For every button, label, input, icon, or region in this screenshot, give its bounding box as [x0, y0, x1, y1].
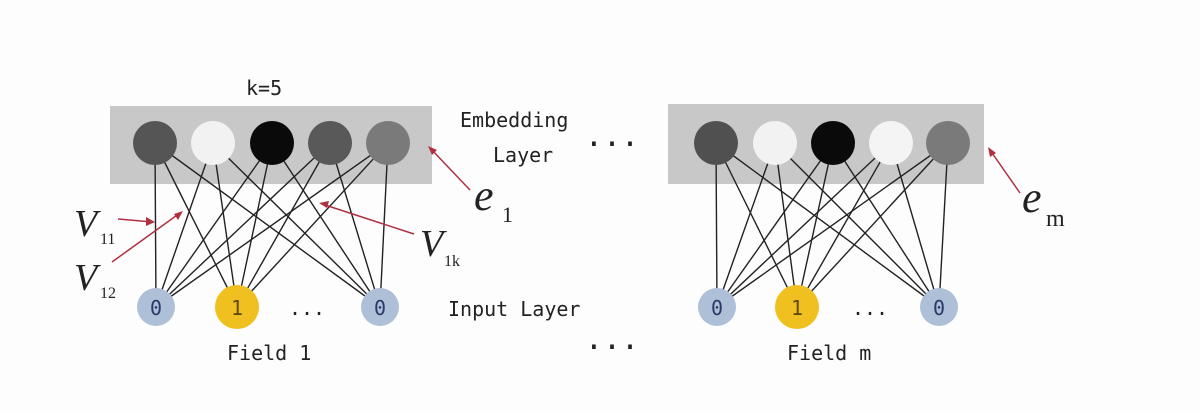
- left-edge-3-1: [154, 142, 381, 308]
- right-input-ellipsis: ...: [852, 296, 888, 320]
- right-embedding-nodes: [694, 121, 970, 165]
- left-edge-3-2: [212, 142, 381, 308]
- e1-pointer-arrowhead: [428, 146, 437, 155]
- v1k-pointer-arrowhead: [319, 201, 329, 208]
- right-connection-edges: [715, 142, 949, 308]
- left-edge-1-2: [155, 142, 214, 308]
- left-embedding-node-1: [133, 121, 177, 165]
- embedding-layer-label-line2: Layer: [493, 143, 553, 167]
- right-embedding-node-3: [811, 121, 855, 165]
- bottom-ellipsis: ...: [585, 322, 639, 357]
- field-m-label: Field m: [787, 341, 871, 365]
- right-edge-1-2: [716, 142, 776, 308]
- left-edge-3-4: [329, 142, 381, 308]
- right-edge-1-5: [716, 142, 949, 308]
- e1-subscript: 1: [502, 202, 513, 227]
- em-pointer-arrowhead: [988, 147, 996, 157]
- em-pointer-arrow: [989, 149, 1021, 194]
- left-edge-1-4: [155, 142, 331, 308]
- left-edge-2-5: [236, 142, 389, 308]
- v11-subscript: 11: [100, 231, 115, 248]
- v12-pointer-arrow: [111, 212, 181, 263]
- e1-label: e 1: [474, 171, 513, 227]
- k-label: k=5: [246, 76, 282, 100]
- right-edge-2-5: [796, 142, 949, 308]
- v11-label: V 11: [74, 203, 115, 248]
- left-input-nodes: 0 1 0 ...: [137, 285, 399, 329]
- right-edge-2-3: [796, 142, 834, 308]
- right-input-node-3: [920, 288, 958, 326]
- v12-pointer-arrowhead: [174, 211, 183, 220]
- right-input-nodes: 0 1 0 ...: [698, 285, 958, 329]
- left-input-value-1: 0: [150, 296, 162, 320]
- input-layer-label: Input Layer: [448, 297, 580, 321]
- right-embedding-node-2: [753, 121, 797, 165]
- right-edge-3-1: [715, 142, 940, 308]
- right-input-value-2: 1: [791, 296, 803, 320]
- left-input-node-3: [361, 288, 399, 326]
- left-input-node-1: [137, 288, 175, 326]
- left-edge-1-3: [155, 142, 273, 308]
- v12-subscript: 12: [100, 285, 116, 302]
- right-edge-2-1: [715, 142, 798, 308]
- em-label: e m: [1022, 173, 1065, 232]
- right-edge-2-2: [774, 142, 798, 308]
- v1k-symbol: V: [420, 223, 447, 265]
- left-edge-2-4: [236, 142, 331, 308]
- right-input-node-1: [698, 288, 736, 326]
- left-edge-3-3: [271, 142, 381, 308]
- v1k-pointer-arrow: [321, 203, 415, 235]
- left-embedding-node-3: [250, 121, 294, 165]
- v11-pointer-arrowhead: [146, 217, 155, 226]
- left-embedding-nodes: [133, 121, 410, 165]
- top-ellipsis: ...: [585, 119, 639, 154]
- right-embedding-node-5: [926, 121, 970, 165]
- right-input-value-3: 0: [933, 296, 945, 320]
- left-input-ellipsis: ...: [289, 296, 325, 320]
- left-block: k=5 0 1 0 ... Field 1 e 1: [74, 76, 513, 365]
- center-labels: Embedding Layer ... Input Layer ...: [448, 108, 639, 357]
- em-subscript: m: [1046, 206, 1065, 232]
- em-symbol: e: [1022, 173, 1042, 222]
- left-embedding-node-4: [308, 121, 352, 165]
- left-edge-2-2: [212, 142, 238, 308]
- embedding-layer-label-line1: Embedding: [460, 108, 568, 132]
- right-edge-3-5: [938, 142, 949, 308]
- left-input-value-3: 0: [374, 296, 386, 320]
- v12-label: V 12: [74, 257, 116, 302]
- v1k-subscript: 1k: [444, 253, 460, 270]
- left-edge-2-1: [154, 142, 238, 308]
- v12-symbol: V: [74, 257, 101, 299]
- right-edge-3-4: [890, 142, 940, 308]
- left-edge-2-3: [236, 142, 273, 308]
- right-input-node-2: [775, 285, 819, 329]
- right-edge-2-4: [796, 142, 892, 308]
- field-1-label: Field 1: [227, 341, 311, 365]
- left-input-value-2: 1: [231, 296, 243, 320]
- right-edge-1-3: [716, 142, 834, 308]
- left-embedding-node-2: [191, 121, 235, 165]
- right-input-value-1: 0: [711, 296, 723, 320]
- right-edge-1-1: [715, 142, 718, 308]
- left-input-node-2: [215, 285, 259, 329]
- left-edge-1-5: [155, 142, 389, 308]
- v1k-label: V 1k: [420, 223, 460, 270]
- right-edge-3-2: [774, 142, 940, 308]
- e1-symbol: e: [474, 171, 494, 220]
- v11-symbol: V: [74, 203, 101, 245]
- left-embedding-node-5: [366, 121, 410, 165]
- right-embedding-node-1: [694, 121, 738, 165]
- right-edge-3-3: [832, 142, 940, 308]
- e1-pointer-arrow: [429, 147, 471, 191]
- left-edge-1-1: [154, 142, 157, 308]
- right-embedding-node-4: [869, 121, 913, 165]
- right-edge-1-4: [716, 142, 892, 308]
- right-block: 0 1 0 ... Field m e m: [668, 104, 1065, 365]
